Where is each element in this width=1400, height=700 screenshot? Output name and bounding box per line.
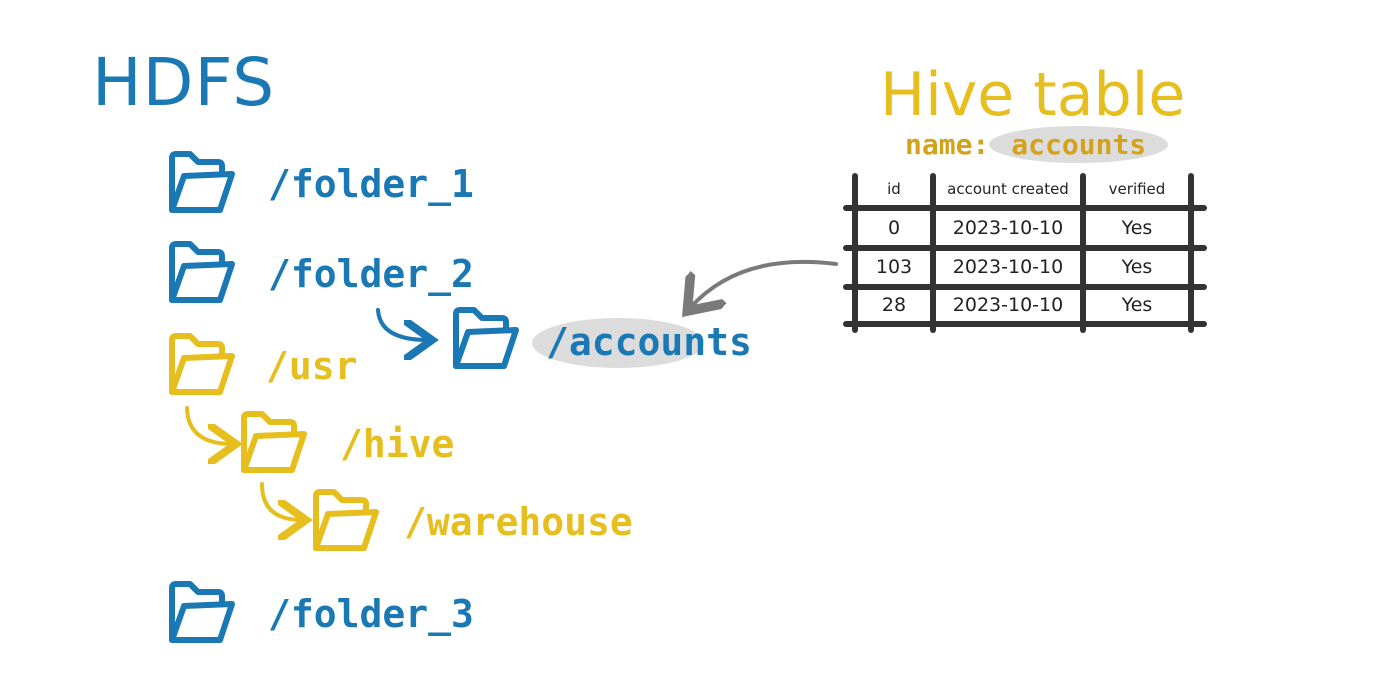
table-cell: 2023-10-10: [952, 294, 1064, 316]
accounts-highlight: [532, 318, 704, 368]
hive-table-name: name:accounts: [905, 126, 1169, 163]
arrow-icon: [376, 308, 428, 340]
table-cell: 28: [881, 294, 907, 316]
column-header-account-created: account created: [947, 180, 1069, 198]
name-label: name:: [905, 128, 990, 161]
arrow-icon: [185, 406, 232, 444]
folder-label-folder-3: /folder_3: [268, 592, 474, 636]
folder-icon: [172, 584, 232, 640]
folder-label-folder-1: /folder_1: [268, 162, 474, 206]
folder-icon: [172, 336, 232, 392]
arrow-icon: [690, 259, 838, 308]
name-value: accounts: [989, 126, 1169, 163]
table-grid: [843, 173, 1207, 333]
table-cell: 2023-10-10: [952, 256, 1064, 278]
column-header-verified: verified: [1108, 180, 1166, 198]
table-cell: Yes: [1121, 217, 1153, 239]
hive-table-title: Hive table: [880, 60, 1186, 130]
folder-icon: [456, 310, 516, 366]
table-cell: 0: [887, 217, 901, 239]
folder-icon: [244, 414, 304, 470]
folder-label-hive: /hive: [340, 422, 455, 466]
folder-icon: [172, 154, 232, 210]
folder-label-folder-2: /folder_2: [268, 252, 474, 296]
table-cell: Yes: [1121, 256, 1153, 278]
folder-icon: [316, 492, 376, 548]
arrow-icon: [260, 482, 302, 520]
folder-label-warehouse: /warehouse: [404, 500, 633, 544]
folder-label-accounts: /accounts: [546, 320, 752, 364]
folder-icon: [172, 244, 232, 300]
table-cell: Yes: [1121, 294, 1153, 316]
table-cell: 103: [875, 256, 913, 278]
hdfs-title: HDFS: [92, 44, 276, 121]
column-header-id: id: [887, 180, 901, 198]
folder-label-usr: /usr: [266, 344, 358, 388]
table-cell: 2023-10-10: [952, 217, 1064, 239]
